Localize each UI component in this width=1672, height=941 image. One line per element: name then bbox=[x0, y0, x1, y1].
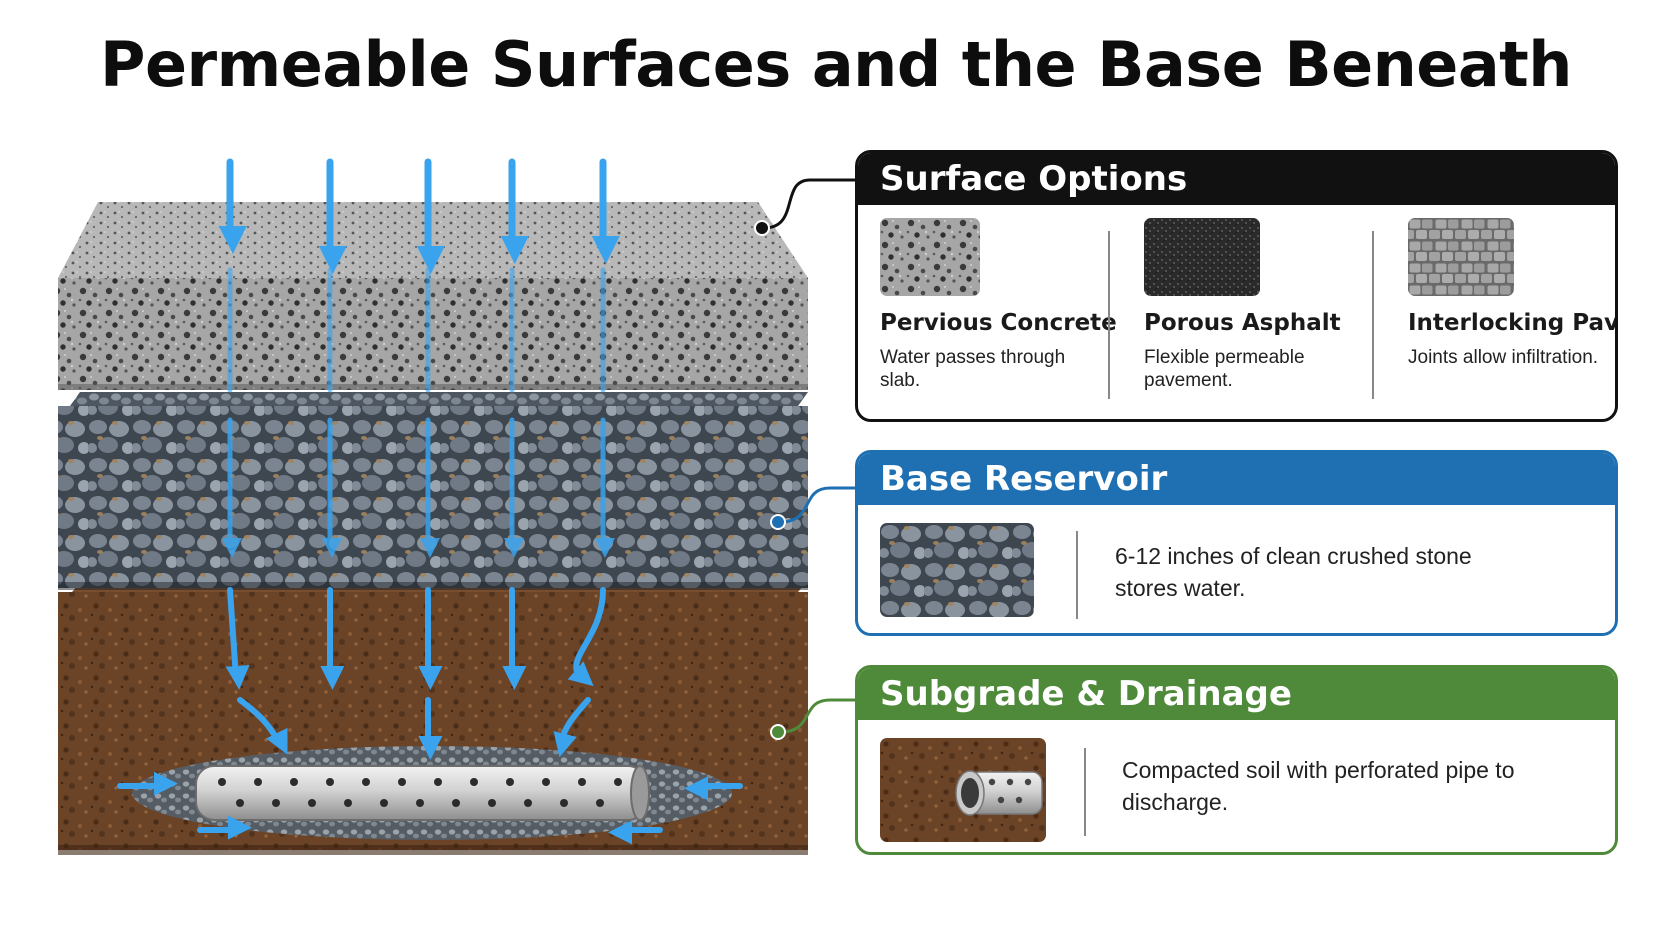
divider bbox=[1372, 231, 1374, 399]
interlocking-pavers-swatch-icon bbox=[1408, 218, 1514, 296]
soil-and-pipe-swatch-icon bbox=[880, 738, 1046, 842]
callout-connectors bbox=[754, 178, 858, 740]
subgrade-drainage-panel: Subgrade & Drainage Compacted soil with … bbox=[855, 665, 1618, 855]
option-porous-asphalt: Porous Asphalt Flexible permeable paveme… bbox=[1144, 218, 1374, 392]
crushed-stone-swatch-icon bbox=[880, 523, 1034, 617]
subgrade-description: Compacted soil with perforated pipe to d… bbox=[1122, 757, 1515, 815]
divider bbox=[1076, 531, 1078, 619]
page-title: Permeable Surfaces and the Base Beneath bbox=[100, 28, 1572, 101]
base-reservoir-panel: Base Reservoir 6-12 inches of clean crus… bbox=[855, 450, 1618, 636]
base-stone-layer bbox=[58, 392, 808, 590]
base-reservoir-description: 6-12 inches of clean crushed stone store… bbox=[1115, 543, 1472, 601]
divider bbox=[1108, 231, 1110, 399]
option-interlocking-pavers: Interlocking Pavers Joints allow infiltr… bbox=[1408, 218, 1618, 369]
option-description: Flexible permeable pavement. bbox=[1144, 347, 1305, 391]
porous-asphalt-swatch-icon bbox=[1144, 218, 1260, 296]
option-description: Joints allow infiltration. bbox=[1408, 347, 1599, 368]
perforated-pipe bbox=[195, 765, 650, 821]
option-title: Pervious Concrete bbox=[880, 310, 1117, 336]
surface-options-heading: Surface Options bbox=[858, 153, 1615, 205]
surface-options-panel: Surface Options Pervious Concrete Water … bbox=[855, 150, 1618, 422]
divider bbox=[1084, 748, 1086, 836]
surface-concrete-layer bbox=[58, 202, 808, 390]
option-title: Porous Asphalt bbox=[1144, 310, 1341, 336]
option-title: Interlocking Pavers bbox=[1408, 310, 1618, 336]
option-description: Water passes through slab. bbox=[880, 347, 1066, 391]
water-flow-arrows bbox=[117, 158, 743, 845]
base-reservoir-heading: Base Reservoir bbox=[858, 453, 1615, 505]
option-pervious-concrete: Pervious Concrete Water passes through s… bbox=[880, 218, 1117, 392]
pervious-concrete-swatch-icon bbox=[880, 218, 980, 296]
subgrade-drainage-heading: Subgrade & Drainage bbox=[858, 668, 1615, 720]
